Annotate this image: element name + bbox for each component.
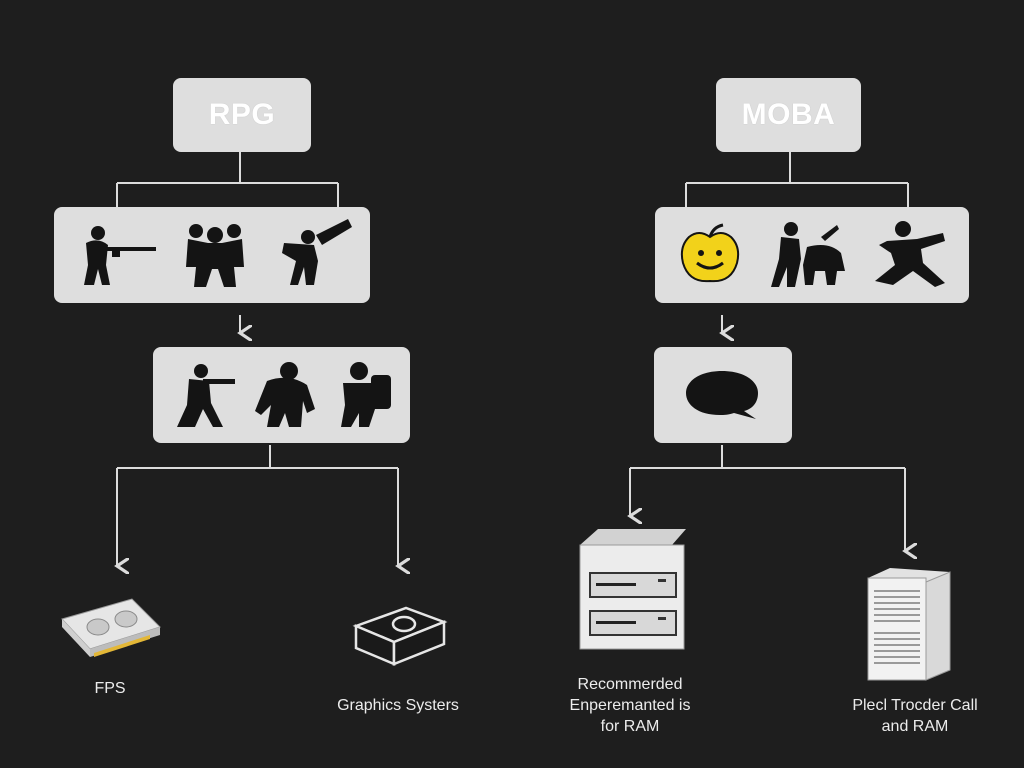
graphics-systers-label: Graphics Systers — [318, 695, 478, 716]
moba-chat-box — [654, 347, 792, 443]
processor-ram-label: Plecl Trocder Call and RAM — [830, 695, 1000, 737]
rpg-classes-row — [153, 347, 410, 443]
rpg-title: RPG — [209, 98, 276, 132]
shield-knight-icon — [335, 359, 397, 431]
drive-bay-server-icon — [578, 527, 688, 651]
smiley-apple-icon — [677, 223, 743, 287]
swordsman-icon — [274, 215, 354, 291]
shooter-icon — [173, 361, 237, 431]
moba-characters-row — [655, 207, 969, 303]
soldier-rifle-icon — [72, 221, 162, 289]
ram-recommendation-line-2: Enperemanted is — [555, 695, 705, 716]
fps-label: FPS — [60, 678, 160, 699]
rpg-characters-row — [54, 207, 370, 303]
processor-ram-line-1: Plecl Trocder Call — [830, 695, 1000, 716]
rider-beast-icon — [767, 219, 849, 291]
speech-bubble-icon — [682, 367, 764, 423]
moba-title-box: MOBA — [716, 78, 861, 152]
graphics-card-icon — [58, 597, 168, 663]
warrior-group-icon — [180, 219, 250, 291]
rpg-title-box: RPG — [173, 78, 311, 152]
brute-icon — [249, 359, 321, 431]
ram-recommendation-label: Recommerded Enperemanted is for RAM — [555, 674, 705, 737]
kicking-fighter-icon — [873, 219, 953, 291]
moba-title: MOBA — [742, 98, 836, 132]
tower-server-icon — [862, 566, 954, 682]
ram-recommendation-line-1: Recommerded — [555, 674, 705, 695]
processor-ram-line-2: and RAM — [830, 716, 1000, 737]
graphics-box-icon — [352, 600, 448, 666]
ram-recommendation-line-3: for RAM — [555, 716, 705, 737]
